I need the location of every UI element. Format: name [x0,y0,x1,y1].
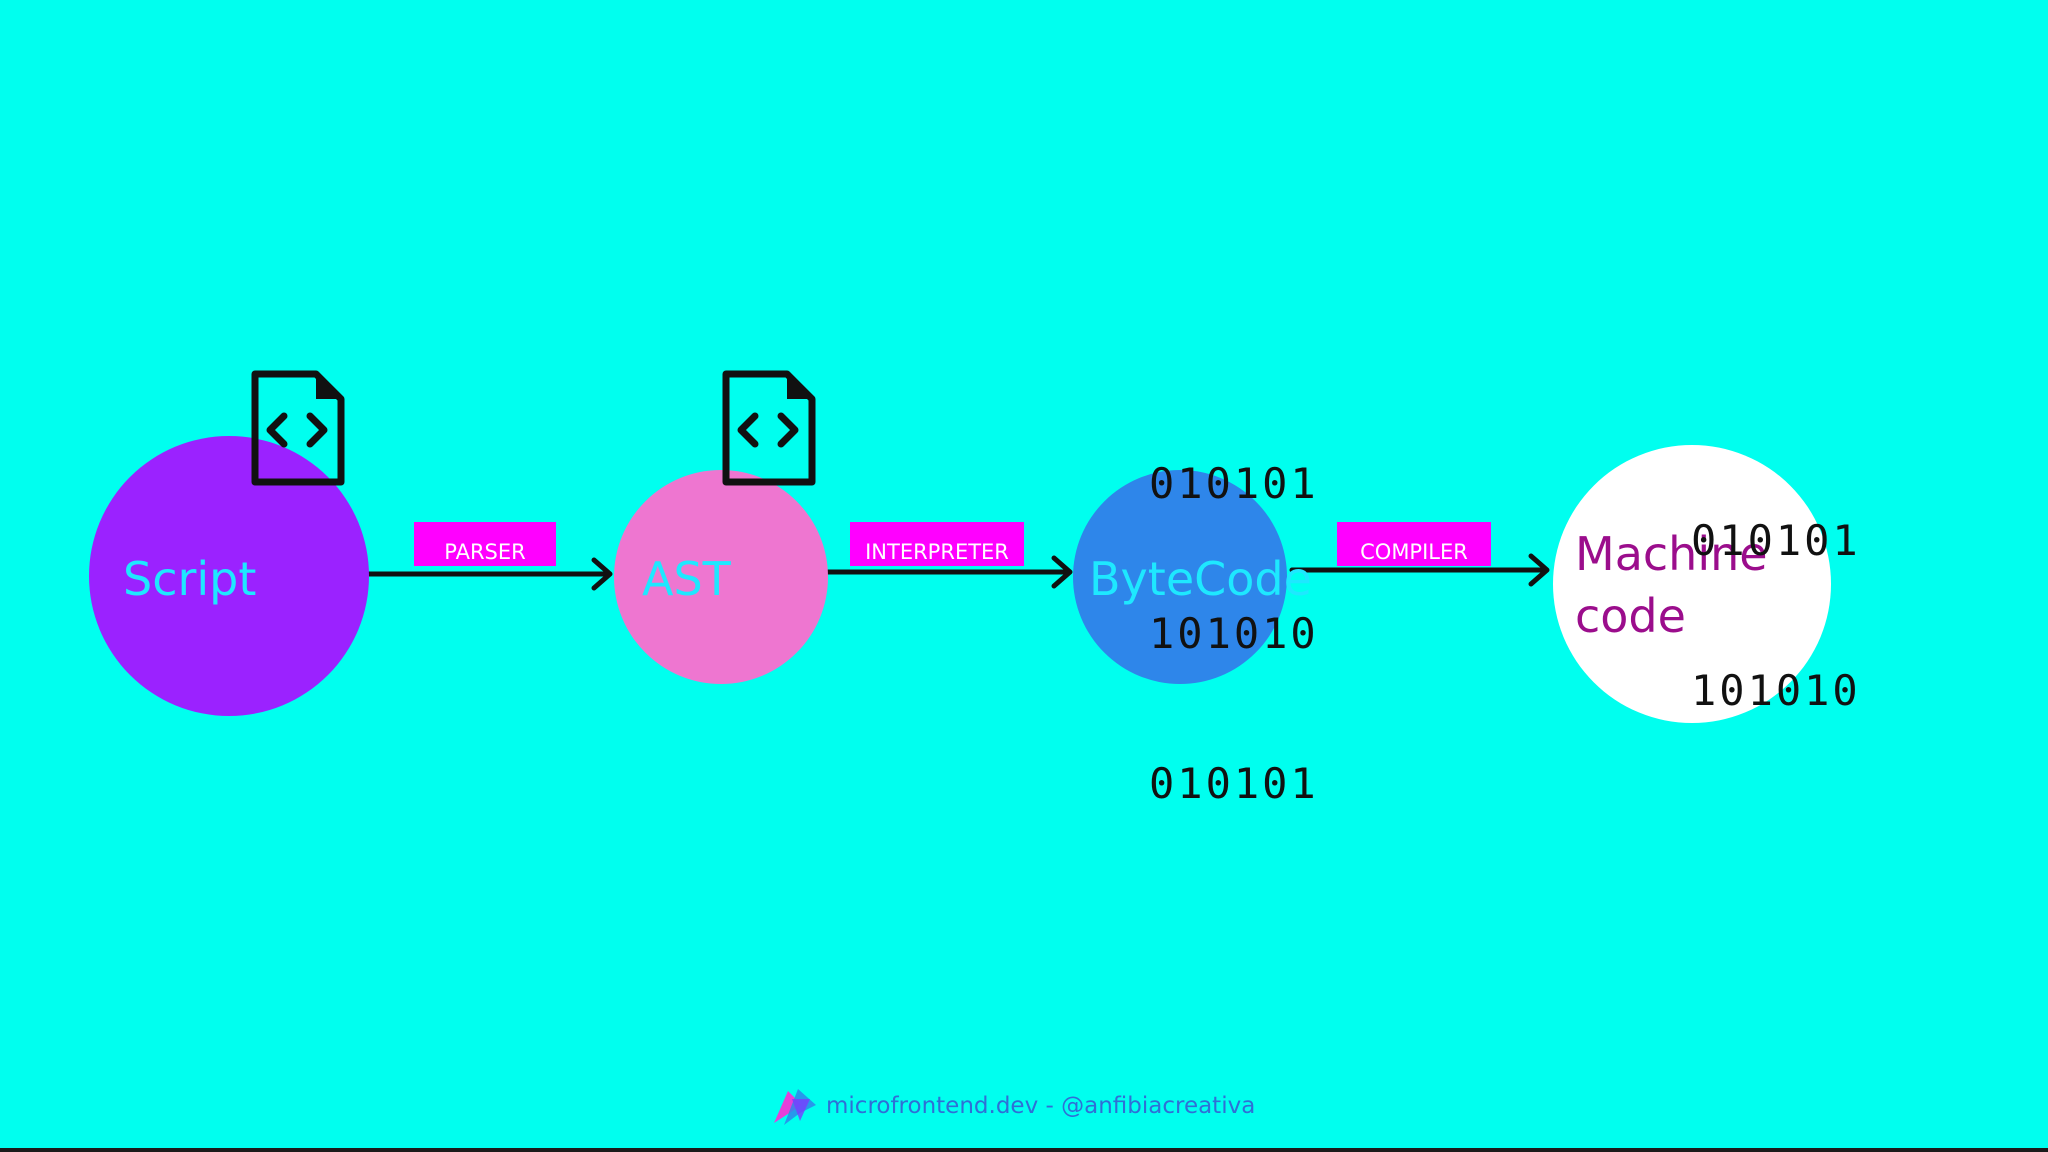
interpreter-stage-tag: INTERPRETER [850,522,1024,566]
logo-icon [774,1089,816,1125]
machine-code-label-line2: code [1575,589,1686,643]
bytecode-node [1073,470,1287,684]
ast-label: AST [642,552,731,606]
bottom-rule [0,1148,2048,1152]
machine-code-label-line1: Machine [1575,527,1768,581]
arrow-right-icon [1289,553,1550,587]
compiler-stage-tag: COMPILER [1337,522,1491,566]
script-label: Script [123,552,257,606]
binary-line: 010101 [1149,759,1319,808]
ast-node [614,470,828,684]
parser-stage-tag: PARSER [414,522,556,566]
footer-text[interactable]: microfrontend.dev - @anfibiacreativa [826,1093,1256,1119]
binary-line: 010101 [1149,459,1319,508]
bytecode-binary: 010101 101010 010101 [1149,359,1319,909]
binary-line: 101010 [1691,666,1861,715]
binary-line: 101010 [1149,609,1319,658]
machine-code-binary: 010101 101010 [1691,416,1861,816]
binary-line: 010101 [1691,516,1861,565]
code-file-icon [722,370,816,486]
bytecode-label: ByteCode [1089,552,1312,606]
arrow-right-icon [365,557,613,591]
code-file-icon [251,370,345,486]
footer: microfrontend.dev - @anfibiacreativa [770,1082,1255,1130]
arrow-right-icon [825,555,1073,589]
machine-code-node [1553,445,1831,723]
